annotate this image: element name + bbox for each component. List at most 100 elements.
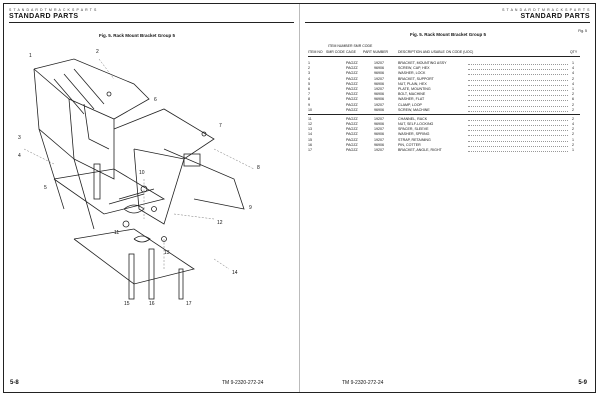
description-cell: SPACER, SLEEVE: [398, 127, 429, 132]
leader-dots: [468, 130, 568, 132]
leader-dots: [468, 119, 568, 121]
right-footer-tm: TM 9-2320-272-24: [342, 380, 384, 386]
cage-cell: 19207: [374, 127, 384, 132]
description-cell: NUT, SELF-LOCKING: [398, 122, 434, 127]
item-cell: 6: [308, 86, 310, 91]
smr-cell: PAOZZ: [346, 132, 358, 137]
description-cell: PIN, COTTER: [398, 142, 421, 147]
callout-3: 3: [18, 135, 21, 141]
item-cell: 14: [308, 132, 312, 137]
description-cell: SCREW, MACHINE: [398, 107, 430, 112]
smr-cell: PAOZZ: [346, 81, 358, 86]
smr-cell: PAOZZ: [346, 116, 358, 121]
description-cell: BRACKET, SUPPORT: [398, 76, 434, 81]
leader-dots: [468, 89, 568, 91]
callout-13: 13: [164, 250, 170, 256]
exploded-parts-illustration: 1 2 3 4 5 6 7 8 9 10 11 12 13 14 15 16 1…: [18, 49, 260, 307]
item-cell: 15: [308, 137, 312, 142]
description-cell: BRACKET, MOUNTING ASSY: [398, 61, 447, 65]
smr-cell: PAOZZ: [346, 71, 358, 76]
qty-cell: 2: [572, 116, 574, 121]
item-cell: 12: [308, 122, 312, 127]
callout-2: 2: [96, 49, 99, 55]
leader-dots: [468, 151, 568, 152]
description-cell: CLAMP, LOOP: [398, 102, 422, 107]
smr-cell: PAOZZ: [346, 97, 358, 102]
leader-dots: [468, 69, 568, 71]
leader-dots: [468, 79, 568, 81]
cage-cell: 19207: [374, 61, 384, 65]
qty-cell: 4: [572, 71, 574, 76]
item-cell: 10: [308, 107, 312, 112]
item-cell: 5: [308, 81, 310, 86]
qty-cell: 2: [572, 92, 574, 97]
leader-dots: [468, 100, 568, 102]
smr-cell: PAOZZ: [346, 122, 358, 127]
qty-cell: 4: [572, 122, 574, 127]
left-header-rule: [9, 22, 294, 23]
header-cage: CAGE: [346, 50, 356, 54]
right-header-rule: [305, 22, 590, 23]
item-cell: 16: [308, 142, 312, 147]
group-divider: [308, 114, 580, 115]
header-desc: DESCRIPTION AND USABLE ON CODE (UOC): [398, 50, 474, 54]
leader-dots: [468, 84, 568, 86]
header-item: ITEM NO: [308, 50, 323, 54]
description-cell: STRAP, RETAINING: [398, 137, 431, 142]
qty-cell: 6: [572, 97, 574, 102]
qty-cell: 2: [572, 132, 574, 137]
leader-dots: [468, 135, 568, 137]
smr-cell: PAOZZ: [346, 137, 358, 142]
smr-cell: PAOZZ: [346, 92, 358, 97]
item-cell: 1: [308, 61, 310, 65]
smr-cell: PAOZZ: [346, 107, 358, 112]
right-page: S T A N D A R D T M R A C K S P A R T S …: [300, 4, 595, 392]
cage-cell: 96906: [374, 132, 384, 137]
corner-note: Fig. 5: [578, 29, 587, 33]
callout-15: 15: [124, 301, 130, 307]
callout-10: 10: [139, 170, 145, 176]
left-page-title: STANDARD PARTS: [9, 13, 79, 20]
item-cell: 17: [308, 148, 312, 152]
cage-cell: 19207: [374, 137, 384, 142]
header-smr: SMR CODE: [326, 50, 345, 54]
callout-9: 9: [249, 205, 252, 211]
leader-dots: [468, 105, 568, 107]
callout-5: 5: [44, 185, 47, 191]
cage-cell: 96906: [374, 66, 384, 71]
item-cell: 4: [308, 76, 310, 81]
cage-cell: 19207: [374, 116, 384, 121]
callout-1: 1: [29, 53, 32, 59]
right-page-title: STANDARD PARTS: [520, 13, 590, 20]
callout-16: 16: [149, 301, 155, 307]
description-cell: BOLT, MACHINE: [398, 92, 426, 97]
description-cell: NUT, PLAIN, HEX: [398, 81, 427, 86]
qty-cell: 1: [572, 148, 574, 152]
callout-11: 11: [114, 230, 119, 236]
leader-dots: [468, 74, 568, 76]
callout-4: 4: [18, 153, 21, 159]
cage-cell: 96906: [374, 107, 384, 112]
item-cell: 3: [308, 71, 310, 76]
description-cell: WASHER, SPRING: [398, 132, 430, 137]
header-underline: [308, 56, 580, 57]
callout-12: 12: [217, 220, 223, 226]
smr-cell: PAOZZ: [346, 102, 358, 107]
leader-dots: [468, 125, 568, 127]
item-cell: 13: [308, 127, 312, 132]
cage-cell: 19207: [374, 86, 384, 91]
callout-14: 14: [232, 270, 238, 276]
document-spread: S T A N D A R D T M R A C K S P A R T S …: [3, 3, 596, 393]
left-running-header: S T A N D A R D T M R A C K S P A R T S: [9, 8, 97, 12]
